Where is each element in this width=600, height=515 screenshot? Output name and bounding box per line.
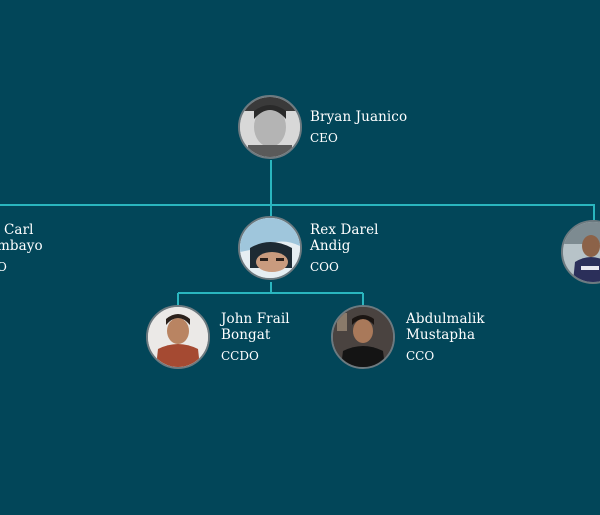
node-coo-label: Rex Darel Andig COO (310, 222, 379, 274)
avatar[interactable] (238, 216, 302, 280)
person-photo-icon (240, 97, 300, 157)
person-name-line2: Bongat (221, 327, 271, 343)
person-role: COO (310, 260, 339, 274)
node-left-label: Carl mbayo O (0, 222, 43, 274)
avatar[interactable] (146, 305, 210, 369)
person-name-line2: Mustapha (406, 327, 476, 343)
person-photo-icon (240, 218, 300, 278)
person-name-line1: Abdulmalik (406, 311, 485, 327)
avatar[interactable] (238, 95, 302, 159)
person-name: Bryan Juanico (310, 109, 408, 125)
person-name-line2: mbayo (0, 238, 43, 254)
node-cco-label: Abdulmalik Mustapha CCO (406, 311, 485, 363)
person-name-line1: Rex Darel (310, 222, 379, 238)
person-role: CCDO (221, 349, 259, 363)
avatar[interactable] (331, 305, 395, 369)
person-photo-icon (563, 222, 600, 282)
person-name-line1: John Frail (221, 311, 290, 327)
node-ccdo-label: John Frail Bongat CCDO (221, 311, 290, 363)
person-name-line2: Andig (310, 238, 351, 254)
node-ceo-label: Bryan Juanico CEO (310, 109, 407, 145)
person-photo-icon (333, 307, 393, 367)
person-name-line1: Carl (4, 222, 34, 238)
person-role: CCO (406, 349, 435, 363)
person-role: O (0, 260, 7, 274)
person-role: CEO (310, 131, 338, 145)
person-photo-icon (148, 307, 208, 367)
